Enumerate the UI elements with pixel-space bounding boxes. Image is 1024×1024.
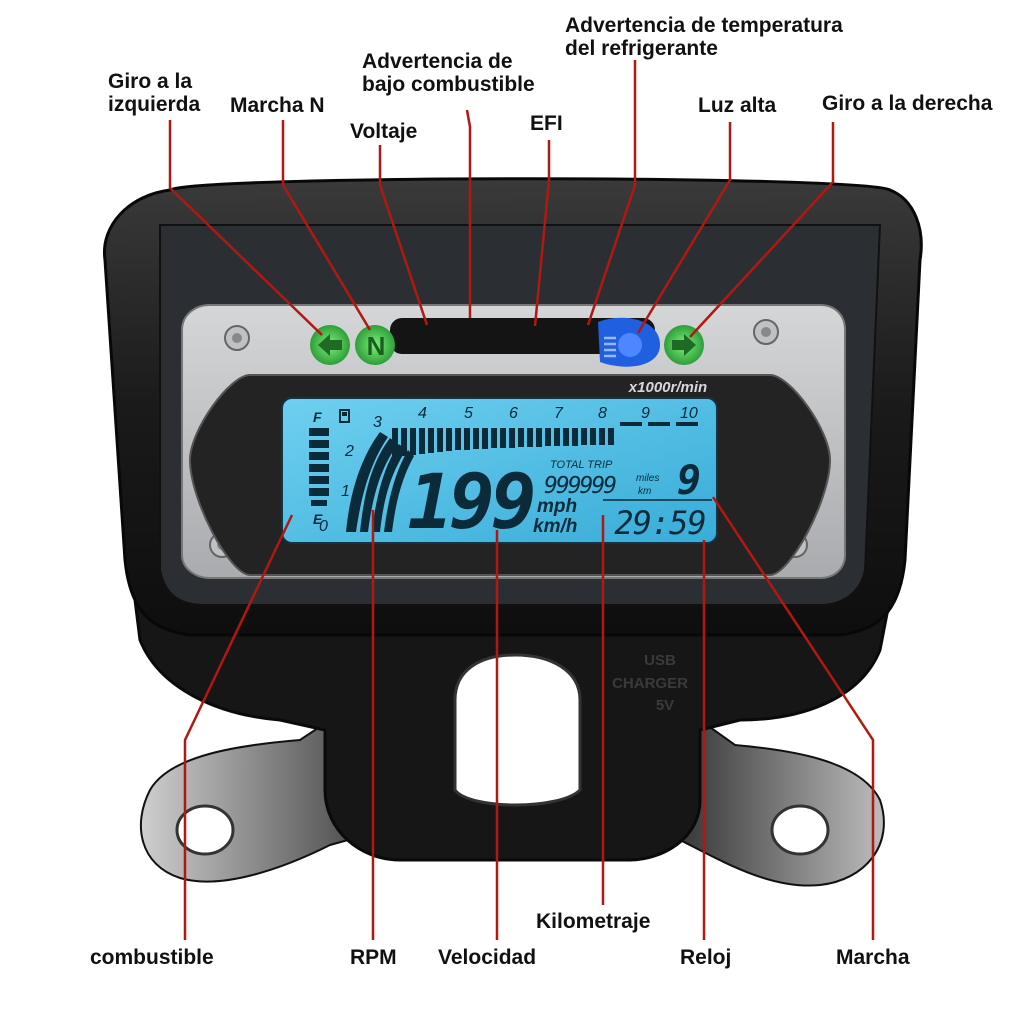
- rpm-top-segments: [392, 428, 614, 458]
- clock-value: 29:59: [614, 504, 705, 542]
- label-left-turn-line-1: Giro a la: [108, 70, 193, 93]
- leader-neutral: [281, 120, 372, 331]
- label-speed: Velocidad: [438, 946, 537, 969]
- unit-miles: miles: [636, 473, 659, 484]
- rpm-tick-9: 9: [641, 405, 650, 422]
- label-coolant-line-1: Advertencia de temperatura: [565, 14, 843, 37]
- leader-fuel: [183, 514, 294, 940]
- label-coolant-line-2: del refrigerante: [565, 37, 718, 60]
- neutral-indicator: N: [355, 325, 395, 365]
- label-high-beam: Luz alta: [698, 94, 777, 117]
- rpm-tick-0: 0: [319, 518, 328, 535]
- label-neutral: Marcha N: [230, 94, 325, 117]
- left-arrow-icon: [318, 334, 342, 356]
- rpm-tick-10: 10: [680, 405, 698, 422]
- rpm-tick-5: 5: [464, 405, 473, 422]
- rpm-redline-segments: [620, 422, 698, 426]
- high-beam-indicator: [598, 317, 660, 367]
- left-turn-indicator: [310, 325, 350, 365]
- right-turn-indicator: [664, 325, 704, 365]
- rpm-unit-label: x1000r/min: [628, 379, 707, 396]
- label-rpm: RPM: [350, 946, 397, 969]
- leader-efi: [533, 140, 551, 327]
- fuel-gauge: F E: [309, 409, 350, 527]
- label-low-fuel-line-1: Advertencia de: [362, 50, 513, 73]
- usb-label-line-1: USB: [644, 652, 676, 669]
- label-gear: Marcha: [836, 946, 910, 969]
- leader-high-beam: [636, 122, 732, 334]
- label-right-turn: Giro a la derecha: [822, 92, 993, 115]
- leader-gear: [711, 496, 875, 940]
- label-fuel: combustible: [90, 946, 214, 969]
- usb-label-line-3: 5V: [656, 697, 674, 714]
- leader-low-fuel: [465, 109, 472, 318]
- unit-mph: mph: [537, 496, 577, 517]
- label-efi: EFI: [530, 112, 563, 135]
- label-left-turn: Giro a la izquierda: [108, 70, 200, 116]
- label-coolant-temp: Advertencia de temperatura del refrigera…: [565, 14, 843, 60]
- leader-voltage: [378, 145, 429, 326]
- leader-right-turn: [689, 122, 835, 338]
- label-voltage: Voltaje: [350, 120, 418, 143]
- bracket-hole-right: [770, 804, 830, 856]
- screw-top-left: [224, 325, 250, 351]
- rpm-tick-6: 6: [509, 405, 518, 422]
- rpm-tick-2: 2: [344, 443, 354, 460]
- unit-kmh: km/h: [533, 516, 577, 537]
- rpm-tick-1: 1: [341, 483, 350, 500]
- rpm-bargraph: [346, 432, 414, 532]
- odometer-value: 999999: [544, 473, 616, 499]
- rpm-tick-3: 3: [373, 414, 382, 431]
- label-low-fuel: Advertencia de bajo combustible: [362, 50, 535, 96]
- trip-label: TOTAL TRIP: [550, 459, 613, 471]
- label-clock: Reloj: [680, 946, 732, 969]
- leader-lines: [168, 60, 875, 940]
- fuel-empty-mark: E: [313, 511, 323, 527]
- fuel-pump-icon: [339, 409, 350, 423]
- right-arrow-icon: [672, 334, 696, 356]
- leader-left-turn: [168, 120, 323, 336]
- label-left-turn-line-2: izquierda: [108, 93, 201, 116]
- indicator-strip: [390, 318, 655, 354]
- screw-top-right: [753, 319, 779, 345]
- speed-value: 199: [407, 457, 533, 546]
- bracket-hole-left: [175, 804, 235, 856]
- label-odometer: Kilometraje: [536, 910, 651, 933]
- neutral-symbol: N: [367, 331, 386, 361]
- rpm-tick-7: 7: [554, 405, 564, 422]
- stem-hole: [453, 653, 582, 807]
- rpm-tick-8: 8: [598, 405, 607, 422]
- unit-km: km: [638, 486, 651, 497]
- label-low-fuel-line-2: bajo combustible: [362, 73, 535, 96]
- leader-coolant: [586, 60, 637, 326]
- high-beam-icon: [604, 336, 616, 358]
- gear-value: 9: [677, 458, 701, 504]
- fuel-full-mark: F: [313, 409, 322, 425]
- rpm-tick-labels: 0 1 2 3 4 5 6 7 8 9 10: [319, 405, 698, 535]
- usb-label-line-2: CHARGER: [612, 675, 688, 692]
- rpm-tick-4: 4: [418, 405, 427, 422]
